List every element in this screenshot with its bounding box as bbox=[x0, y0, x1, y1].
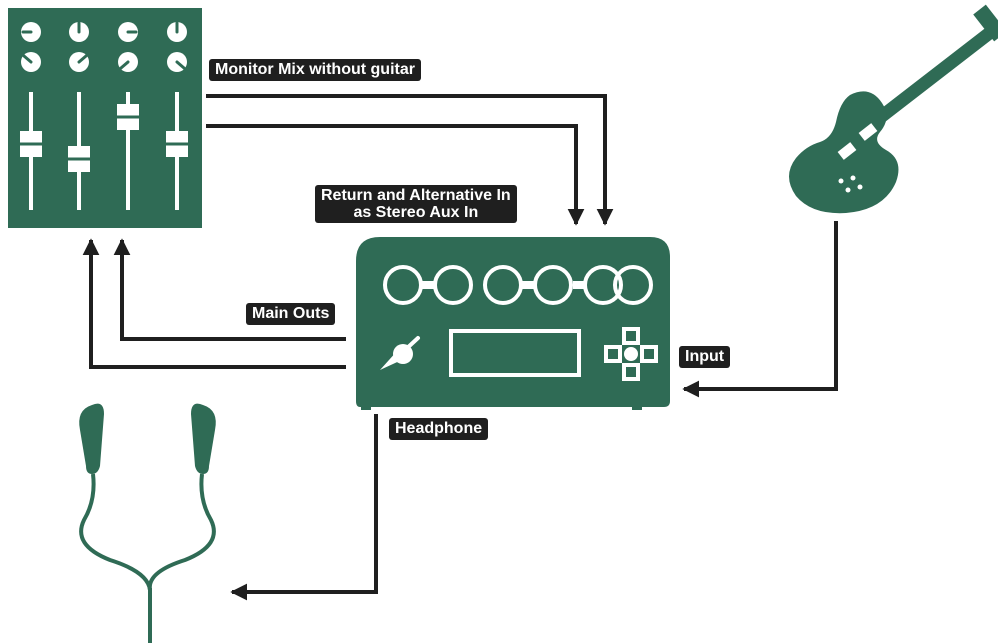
monitor-mix-label: Monitor Mix without guitar bbox=[209, 59, 421, 81]
guitar-icon bbox=[789, 4, 998, 214]
arrow-icon bbox=[230, 414, 378, 601]
arrow-icon bbox=[206, 124, 585, 226]
connection-lines bbox=[82, 94, 838, 601]
arrow-icon bbox=[206, 94, 614, 226]
headphone-label: Headphone bbox=[389, 418, 489, 440]
mixer-icon bbox=[8, 8, 202, 228]
arrow-icon bbox=[682, 221, 838, 398]
amp-modeler-icon bbox=[356, 237, 670, 410]
arrow-icon bbox=[113, 238, 346, 341]
return-aux-label: Return and Alternative In as Stereo Aux … bbox=[315, 185, 517, 223]
return-aux-label-line2: as Stereo Aux In bbox=[353, 204, 479, 221]
earphones-icon bbox=[79, 403, 216, 643]
arrow-icon bbox=[82, 238, 346, 369]
main-outs-label: Main Outs bbox=[246, 303, 336, 325]
input-label: Input bbox=[679, 346, 731, 368]
return-aux-label-line1: Return and Alternative In bbox=[321, 187, 511, 204]
